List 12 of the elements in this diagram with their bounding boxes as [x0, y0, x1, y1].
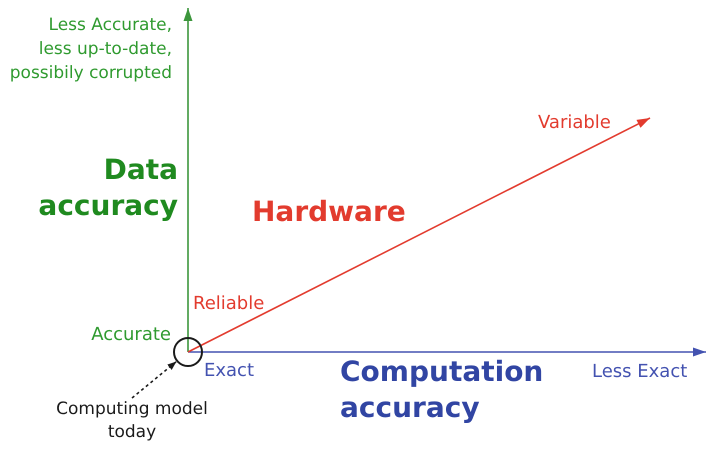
axis-end-label: Less Accurate, less up-to-date, possibily corrupted: [8, 14, 172, 85]
leader-arrow: [132, 360, 177, 399]
origin-circle: [173, 337, 203, 367]
axis-end-label: Accurate: [91, 323, 171, 347]
axis-end-label: Reliable: [193, 292, 264, 316]
axis-end-label: Exact: [204, 359, 254, 383]
axis-title: Data accuracy: [37, 152, 178, 224]
annotation-text: Computing model today: [42, 398, 222, 444]
axis-title: Computation accuracy: [340, 354, 544, 426]
axis-title: Hardware: [252, 194, 406, 230]
axis-end-label: Less Exact: [592, 360, 688, 384]
axis-end-label: Variable: [538, 111, 611, 135]
